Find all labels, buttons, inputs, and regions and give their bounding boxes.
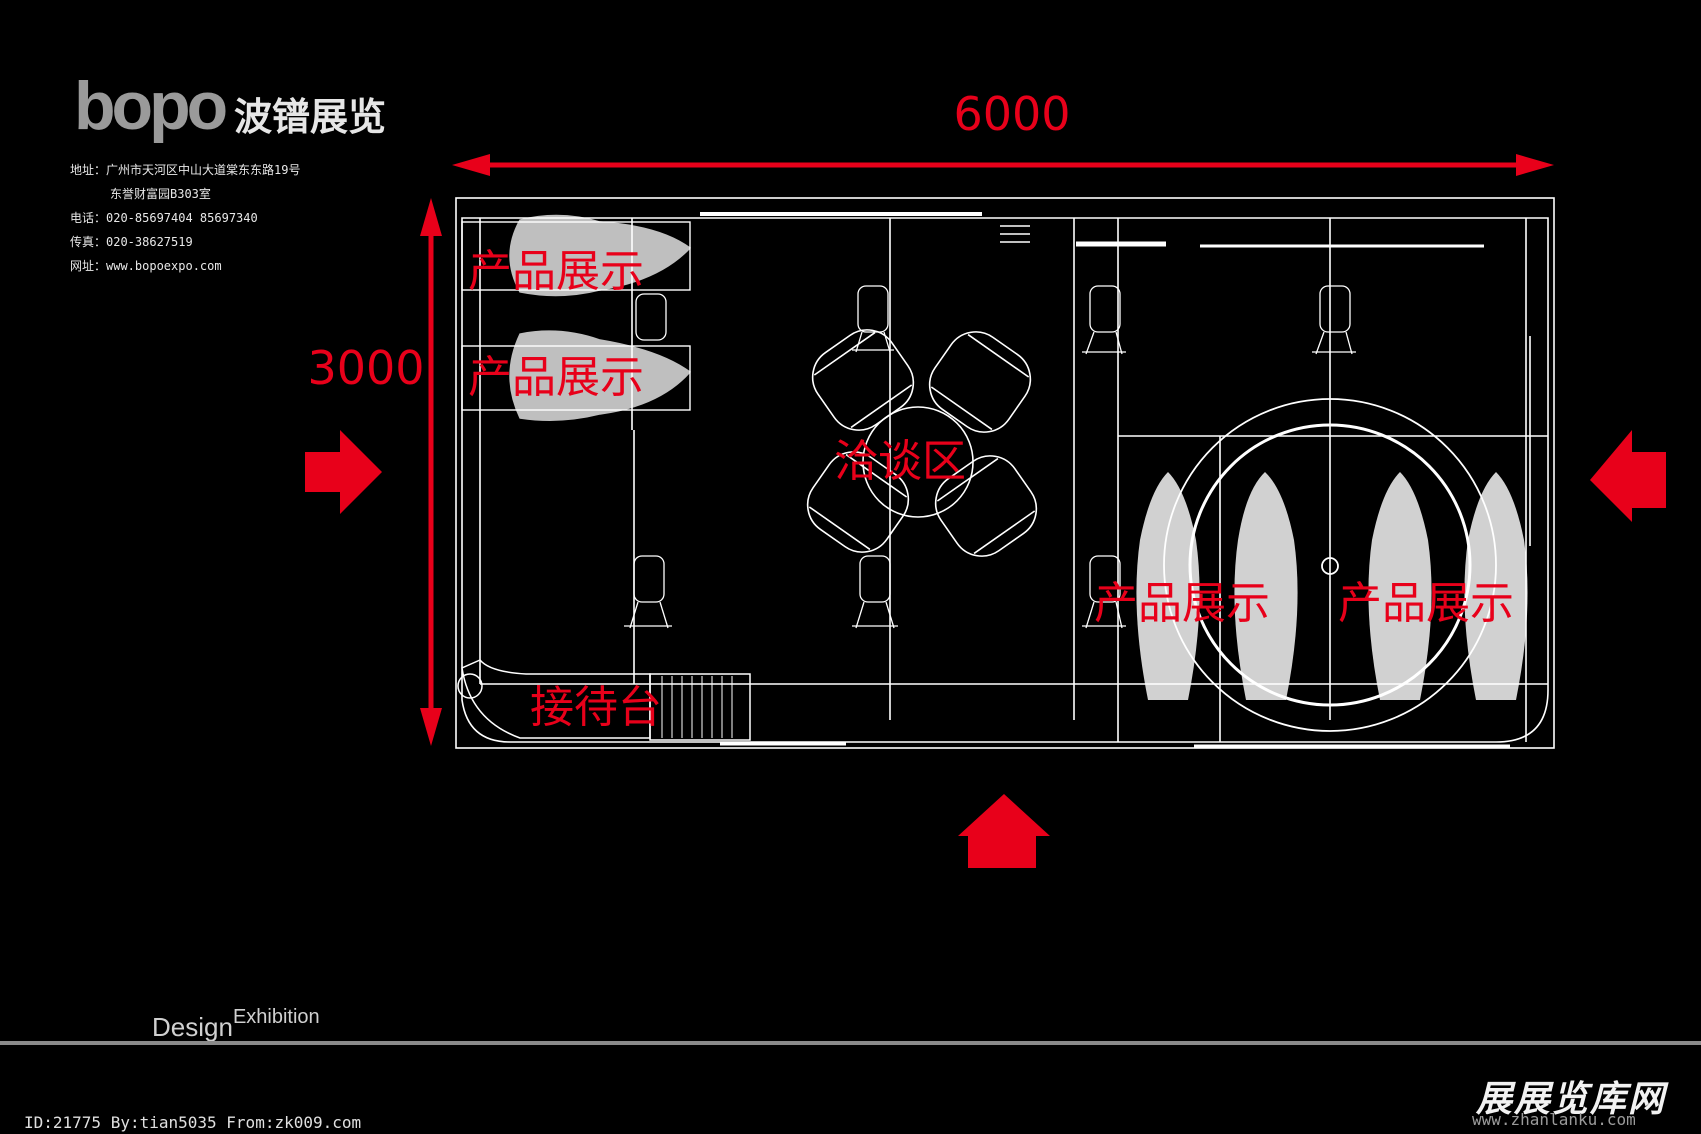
height-dimension-label: 3000 — [307, 341, 424, 395]
entrance-arrow-left — [305, 430, 382, 514]
zone-label-reception-desk: 接待台 — [530, 682, 662, 733]
phone-line: 电话：020-85697404 85697340 — [70, 211, 258, 225]
height-dimension: 3000 — [307, 198, 442, 746]
reception-desk — [457, 659, 751, 741]
zone-label-negotiation-area: 洽谈区 — [834, 436, 966, 487]
watermark-logo: 展展览库网 — [1476, 1079, 1667, 1120]
product-silhouettes — [1136, 472, 1528, 700]
entrance-arrow-right — [1590, 430, 1666, 522]
watermark-url: www.zhanlanku.com — [1472, 1110, 1636, 1129]
logo-latin-text: bopo — [74, 68, 228, 144]
design-text: Design — [152, 1012, 233, 1042]
zone-label-product-display-3: 产品展示 — [1094, 578, 1270, 629]
image-credit: ID:21775 By:tian5035 From:zk009.com — [24, 1113, 362, 1132]
negotiation-table-set — [806, 329, 1038, 557]
bopo-logo: bopo 波镨展览 — [74, 68, 386, 144]
display-platform-top-left — [461, 214, 692, 297]
exhibition-text: Exhibition — [232, 1006, 320, 1028]
website-line: 网址：www.bopoexpo.com — [70, 259, 222, 273]
contact-info: 地址：广州市天河区中山大道棠东东路19号 东誉财富园B303室 电话：020-8… — [70, 158, 300, 278]
zone-label-product-display-1: 产品展示 — [468, 246, 644, 297]
booth-outline — [455, 197, 1555, 749]
design-exhibition-label: DesignExhibition — [152, 1006, 320, 1043]
bar-stools — [624, 285, 1356, 629]
address-line-1: 地址：广州市天河区中山大道棠东东路19号 — [70, 163, 301, 177]
zone-label-product-display-4: 产品展示 — [1338, 578, 1514, 629]
entrance-arrow-bottom — [958, 794, 1050, 868]
footer-divider — [0, 1041, 1701, 1045]
width-dimension: 6000 — [452, 87, 1554, 176]
address-line-2: 东誉财富园B303室 — [110, 187, 211, 201]
width-dimension-label: 6000 — [953, 87, 1070, 141]
display-platform-mid-left — [461, 330, 692, 421]
logo-chinese-text: 波镨展览 — [234, 95, 387, 139]
zone-label-product-display-2: 产品展示 — [468, 352, 644, 403]
fax-line: 传真：020-38627519 — [70, 235, 193, 249]
